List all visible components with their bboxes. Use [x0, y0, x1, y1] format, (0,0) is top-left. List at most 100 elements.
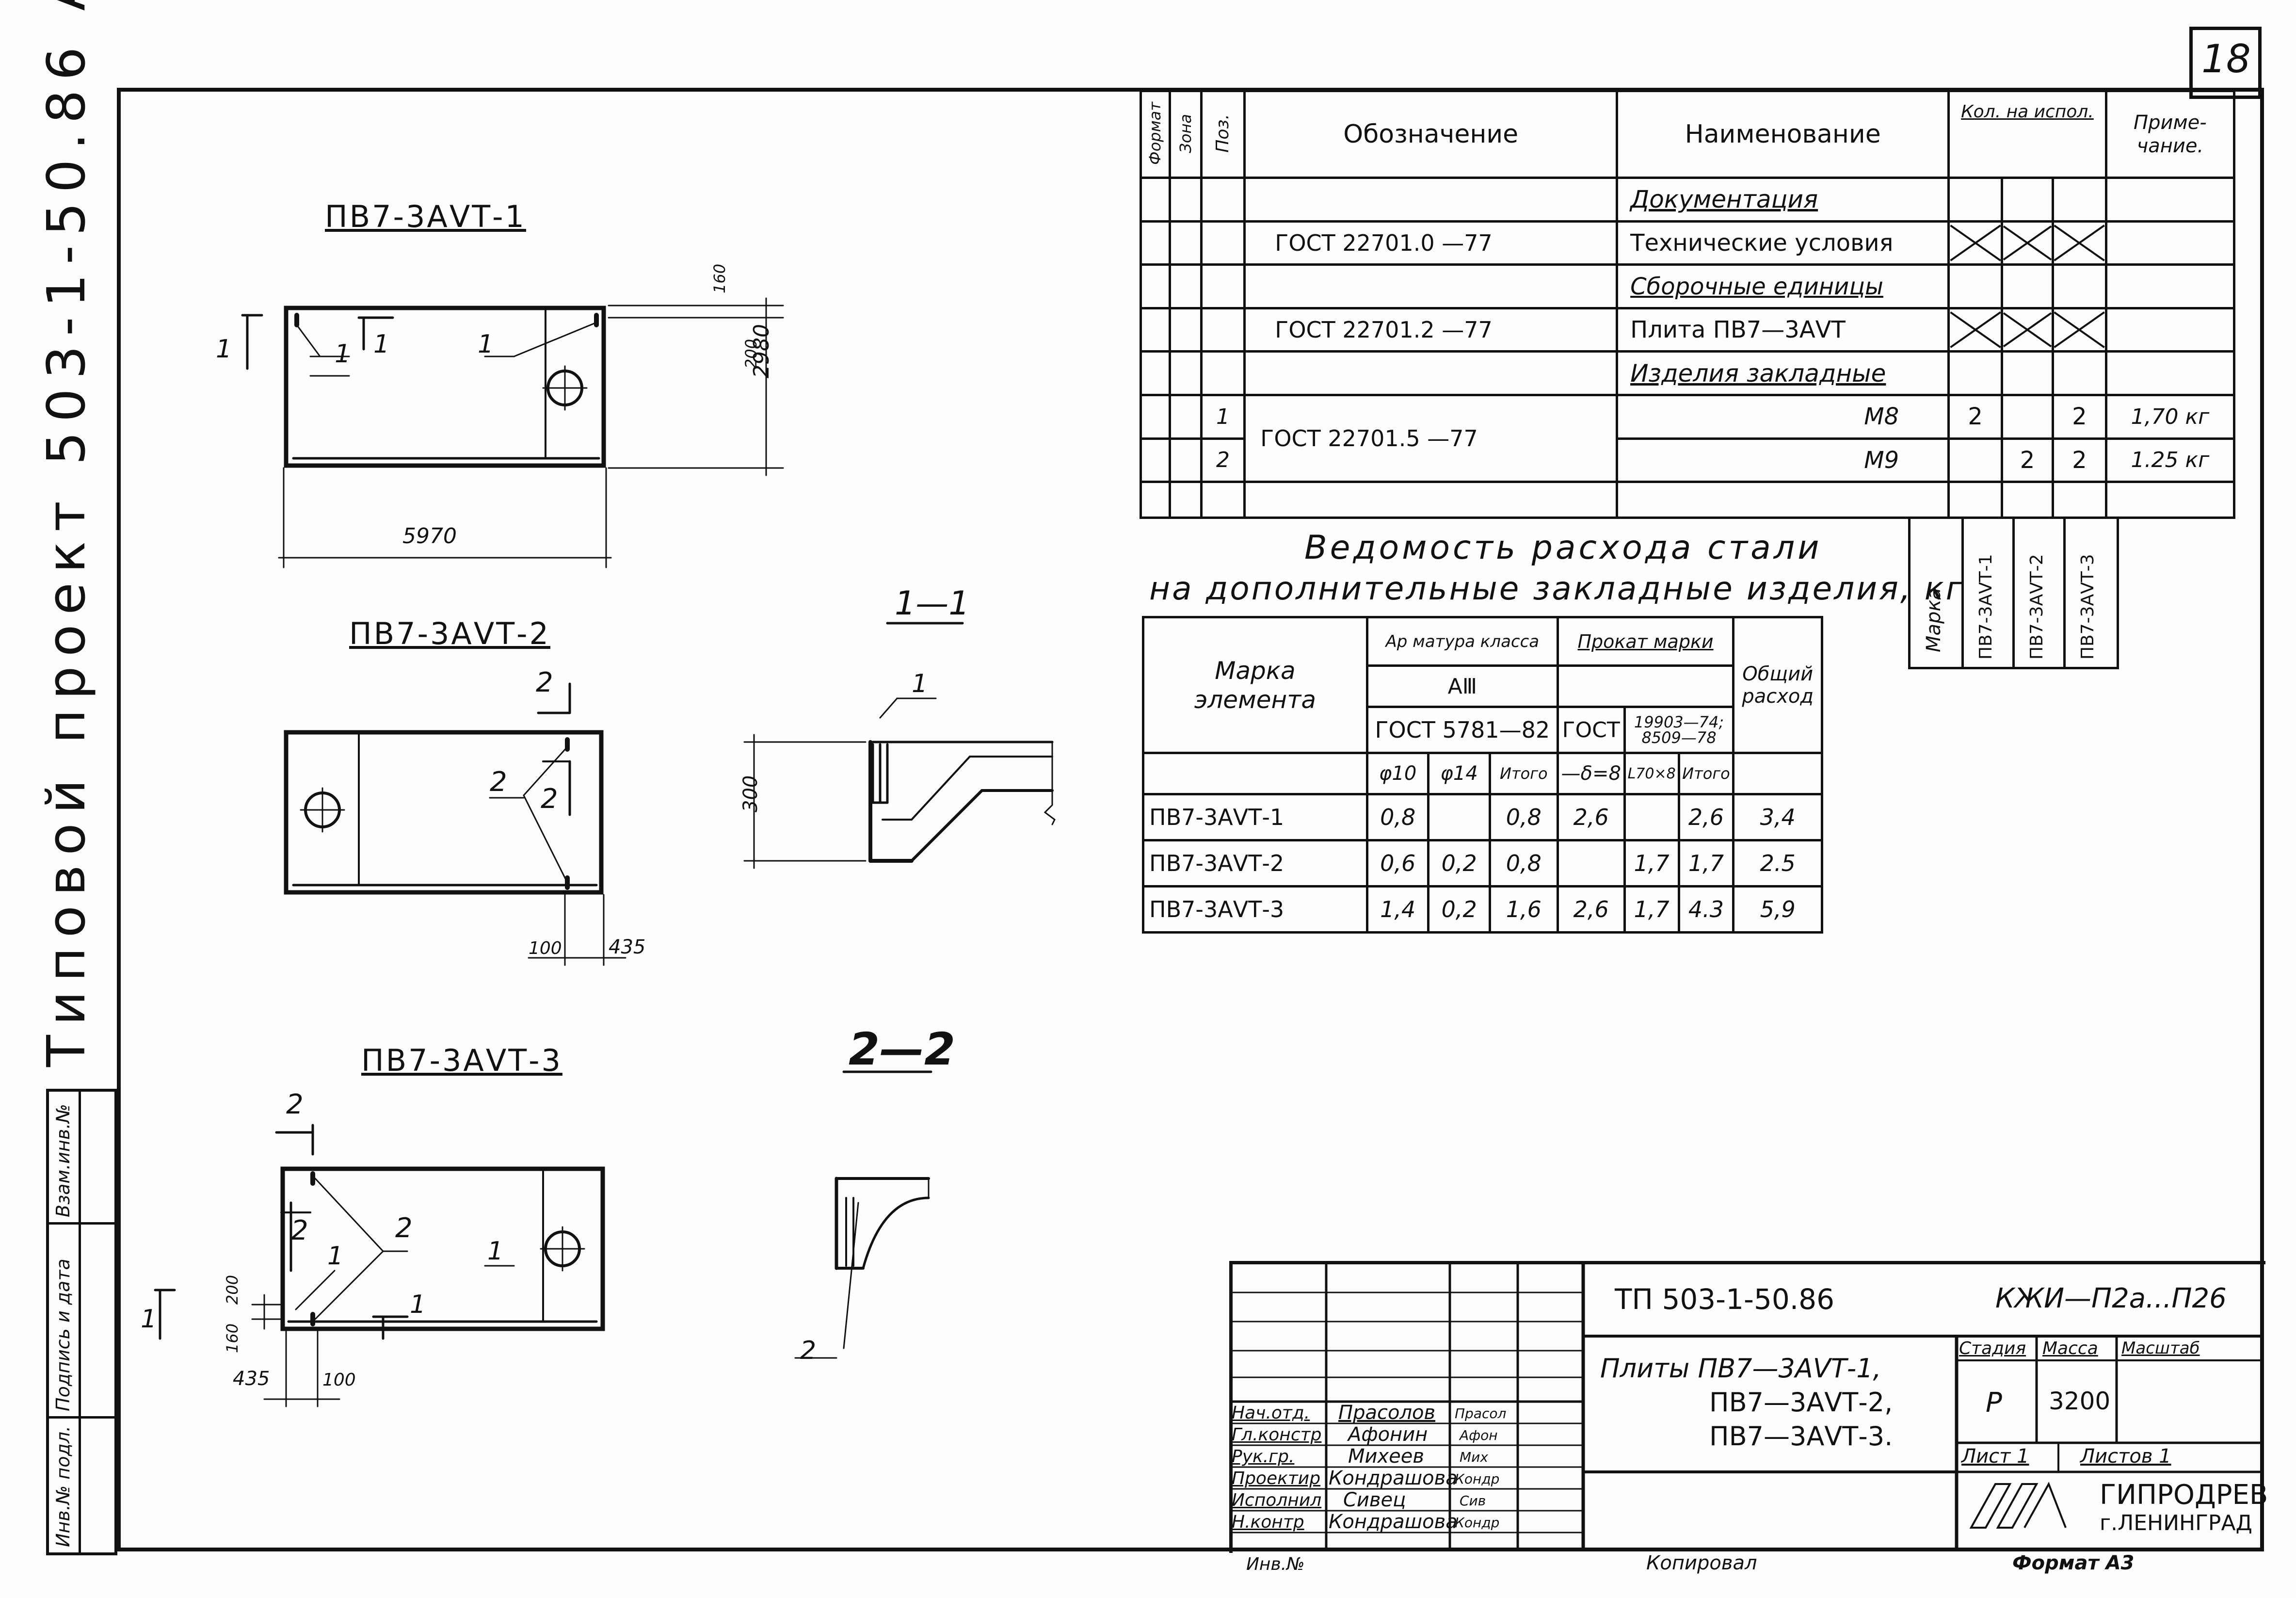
- tb-p5-name: Кондрашова: [1329, 1511, 1458, 1533]
- steel-r1-v0: 0,6: [1365, 839, 1430, 888]
- steel-r2-v6: 5,9: [1732, 885, 1823, 934]
- view2-pos2b: 2: [541, 783, 558, 815]
- tb-p0-name: Прасолов: [1338, 1402, 1436, 1424]
- view2-title: ПВ7-3АⅤТ-2: [349, 616, 550, 651]
- tb-list: Лист 1: [1961, 1445, 2029, 1468]
- steel-h-roll-gost2: 19903—74; 8509—78: [1623, 706, 1735, 754]
- tb-p1-role: Гл.констр: [1232, 1425, 1322, 1445]
- steel-sub-empty: [1142, 752, 1368, 795]
- view3-pos2a: 2: [291, 1215, 308, 1246]
- steel-h-rebar-gost: ГОСТ 5781—82: [1365, 706, 1559, 754]
- steel-r0-mark: ПВ7-3АⅤТ-1: [1142, 793, 1368, 841]
- view3-pos1c: 1: [410, 1290, 426, 1319]
- steel-r2-mark: ПВ7-3АⅤТ-3: [1142, 885, 1368, 934]
- view2-dim-a: 100: [529, 938, 562, 958]
- spec-r1-cross2: [2001, 220, 2054, 266]
- steel-r2-v5: 4.3: [1677, 885, 1735, 934]
- spec-i1-note: 1.25 кг: [2104, 437, 2236, 484]
- tb-mass: 3200: [2049, 1387, 2111, 1415]
- steel-r1-v2: 0,8: [1488, 839, 1559, 888]
- tb-org-logo-icon: [1969, 1482, 2066, 1530]
- steel-h-roll-empty: [1556, 664, 1735, 708]
- title-block: [1229, 1261, 2265, 1553]
- steel-h-roll: Прокат марки: [1556, 616, 1735, 667]
- marks-div1: [1961, 519, 1964, 667]
- tb-name-3: ПВ7—3АⅤТ-3.: [1709, 1421, 1893, 1452]
- spec-h-note: Приме-чание.: [2104, 89, 2236, 179]
- steel-sub-5: Итого: [1677, 752, 1735, 795]
- steel-table: Марка элемента Ар матура класса Прокат м…: [1142, 616, 1823, 934]
- spec-r1-name: Технические условия: [1616, 220, 1950, 266]
- view1-dim-length: 5970: [402, 524, 457, 549]
- spec-r2-name: Сборочные единицы: [1616, 263, 1950, 309]
- view1-title: ПВ7-3АⅤТ-1: [325, 199, 526, 234]
- spec-r0-designation: [1243, 177, 1619, 223]
- steel-sub-4: L70×8: [1623, 752, 1680, 795]
- spec-i0-q2: [2001, 394, 2054, 440]
- spec-r0-name: Документация: [1616, 177, 1950, 223]
- tb-name-2: ПВ7—3АⅤТ-2,: [1709, 1387, 1893, 1418]
- view3-pos2b: 2: [395, 1212, 413, 1244]
- steel-sub-3: —δ=8: [1556, 752, 1626, 795]
- tb-p2-name: Михеев: [1348, 1445, 1424, 1468]
- spec-r4-designation: [1243, 350, 1619, 397]
- tb-p0-sign: Прасол: [1455, 1405, 1507, 1421]
- view2-cut: 2: [536, 667, 553, 698]
- spec-r1-cross1: [1947, 220, 2004, 266]
- view3-dim-a: 435: [233, 1368, 270, 1390]
- tb-p4-name: Сивец: [1343, 1489, 1406, 1511]
- steel-r1-v5: 1,7: [1677, 839, 1735, 888]
- spec-i0-note: 1,70 кг: [2104, 394, 2236, 440]
- steel-title-1: Ведомость расхода стали: [1304, 529, 1822, 567]
- view1-cut-a: 1: [216, 335, 232, 364]
- steel-r1-mark: ПВ7-3АⅤТ-2: [1142, 839, 1368, 888]
- spec-r3-cross2: [2001, 307, 2054, 353]
- section2-title: 2—2: [849, 1023, 956, 1075]
- view2-dim-b: 435: [609, 936, 646, 958]
- tb-p4-sign: Сив: [1460, 1493, 1486, 1509]
- steel-r2-v2: 1,6: [1488, 885, 1559, 934]
- tb-code: ТП 503-1-50.86: [1615, 1283, 1834, 1316]
- specification-table: Формат Зона Поз. Обозначение Наименовани…: [1140, 89, 2236, 519]
- steel-h-rebar: Ар матура класса: [1365, 616, 1559, 667]
- steel-r1-v1: 0,2: [1427, 839, 1491, 888]
- steel-r1-v3: [1556, 839, 1626, 888]
- spec-h-designation: Обозначение: [1243, 89, 1619, 179]
- spec-h-zone: Зона: [1168, 89, 1203, 179]
- spec-r3-name: Плита ПВ7—3АⅤТ: [1616, 307, 1950, 353]
- steel-r2-v4: 1,7: [1623, 885, 1680, 934]
- spec-r2-designation: [1243, 263, 1619, 309]
- spec-r3-cross1: [1947, 307, 2004, 353]
- view1-pos1: 1: [335, 339, 351, 369]
- spec-h-format: Формат: [1140, 89, 1171, 179]
- spec-i1-name: М9: [1616, 437, 1950, 484]
- side-stamp-divider: [79, 1089, 81, 1552]
- marks-box: [1908, 519, 2119, 669]
- spec-r1-cross3: [2051, 220, 2107, 266]
- tb-p2-role: Рук.гр.: [1232, 1447, 1295, 1467]
- steel-r0-v3: 2,6: [1556, 793, 1626, 841]
- spec-h-name: Наименование: [1616, 89, 1950, 179]
- spec-r1-designation: ГОСТ 22701.0 —77: [1243, 220, 1619, 266]
- view1-pos1b: 1: [478, 330, 494, 359]
- tb-scale-h: Масштаб: [2121, 1339, 2200, 1358]
- steel-sub-1: φ14: [1427, 752, 1491, 795]
- view3-dim-b: 100: [322, 1370, 356, 1390]
- tb-org-2: г.ЛЕНИНГРАД: [2100, 1511, 2252, 1535]
- side-stamp: [46, 1089, 117, 1555]
- view3-title: ПВ7-3АⅤТ-3: [361, 1043, 562, 1078]
- tb-p3-name: Кондрашова: [1329, 1467, 1458, 1489]
- steel-h-roll-gost: ГОСТ: [1556, 706, 1626, 754]
- steel-r1-v6: 2.5: [1732, 839, 1823, 888]
- section1-title: 1—1: [895, 584, 970, 623]
- spec-item-designation: ГОСТ 22701.5 —77: [1243, 394, 1619, 484]
- spec-h-qty: Кол. на испол.: [1947, 89, 2107, 179]
- section1-pos: 1: [912, 669, 928, 698]
- tb-p5-role: Н.контр: [1232, 1512, 1304, 1532]
- tb-p1-sign: Афон: [1460, 1427, 1498, 1443]
- marks-div2: [2012, 519, 2015, 667]
- tb-name-1: Плиты ПВ7—3АⅤТ-1,: [1600, 1353, 1881, 1384]
- sheet-number: 18: [2201, 36, 2251, 81]
- spec-r3-cross3: [2051, 307, 2107, 353]
